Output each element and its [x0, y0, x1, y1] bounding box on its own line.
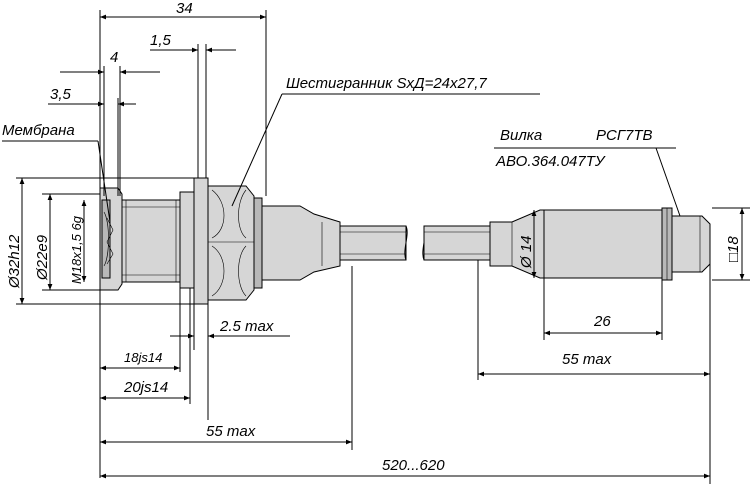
dim-2-5-max: 2.5 max	[170, 304, 290, 420]
dim-dia-22: Ø22e9	[34, 193, 100, 291]
dia-14-label: Ø 14	[518, 235, 535, 269]
dim-thread: M18x1,5 6g	[69, 200, 87, 284]
dim-34: 34	[99, 0, 267, 196]
dim-2-5-label: 2.5 max	[219, 318, 274, 335]
hexagon-label: Шестигранник SxД=24x27,7	[286, 75, 487, 92]
dim-18js14-label: 18js14	[124, 350, 162, 365]
dim-dia-14: Ø 14	[518, 210, 537, 278]
square-18-label: □18	[725, 236, 742, 262]
dim-55-max-right: 55 max	[477, 260, 711, 484]
dim-34-label: 34	[176, 0, 193, 17]
dim-1-5-label: 1,5	[150, 32, 172, 49]
sensor-body	[99, 177, 407, 305]
dim-18js14: 18js14	[99, 282, 181, 478]
dim-26-label: 26	[593, 313, 611, 330]
dim-3-5-label: 3,5	[50, 86, 72, 103]
plug-label: Вилка	[500, 127, 542, 144]
dim-55-left-label: 55 max	[206, 423, 256, 440]
connector-plug	[423, 207, 711, 281]
thread-label: M18x1,5 6g	[69, 215, 84, 284]
dim-520-620: 520...620	[100, 457, 710, 479]
dim-3-5: 3,5	[48, 86, 136, 196]
membrane-label: Мембрана	[2, 122, 75, 139]
dim-4: 4	[60, 49, 160, 196]
dia-32-label: Ø32h12	[6, 234, 23, 289]
plug-type-label: РСГ7ТВ	[596, 127, 653, 144]
cable-break-left	[404, 225, 408, 261]
dim-520-620-label: 520...620	[382, 457, 445, 474]
hexagon-callout: Шестигранник SxД=24x27,7	[231, 75, 540, 207]
dim-55-max-left: 55 max	[100, 266, 353, 450]
dim-1-5: 1,5	[150, 32, 236, 178]
dim-20js14-label: 20js14	[123, 379, 168, 396]
membrane-callout: Мембрана	[2, 122, 111, 223]
dim-26: 26	[543, 278, 663, 340]
dim-dia-32: Ø32h12	[6, 177, 194, 305]
plug-spec-label: АВО.364.047ТУ	[495, 153, 606, 170]
dia-22-label: Ø22e9	[34, 234, 51, 281]
dim-square-18: □18	[712, 207, 750, 281]
dim-4-label: 4	[110, 49, 118, 66]
dim-55-right-label: 55 max	[562, 351, 612, 368]
dim-20js14: 20js14	[100, 288, 191, 404]
plug-callout: Вилка РСГ7ТВ АВО.364.047ТУ	[494, 127, 681, 217]
